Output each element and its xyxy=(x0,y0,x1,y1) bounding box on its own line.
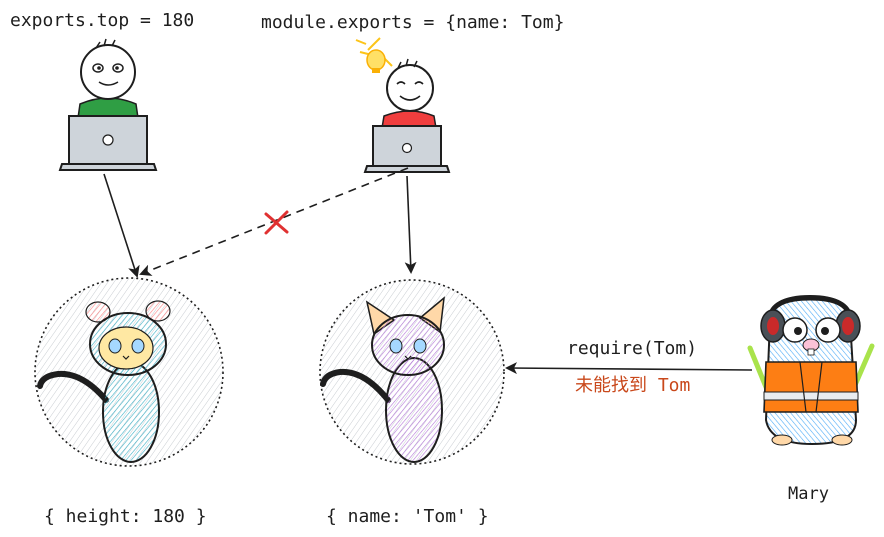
name-object-label: { name: 'Tom' } xyxy=(326,506,489,527)
module-exports-label: module.exports = {name: Tom} xyxy=(261,12,565,33)
gopher-worker-icon xyxy=(747,294,875,446)
arrow-exports-to-blue-cat xyxy=(103,173,140,278)
blue-cat-icon xyxy=(37,300,171,463)
lightbulb-icon xyxy=(355,37,393,73)
person-red-shirt-icon xyxy=(381,58,437,129)
laptop-left-icon xyxy=(58,115,158,171)
mary-label: Mary xyxy=(788,484,829,504)
arrow-require xyxy=(505,362,753,375)
height-object-label: { height: 180 } xyxy=(44,506,207,527)
require-call-label: require(Tom) xyxy=(567,338,698,359)
exports-top-label: exports.top = 180 xyxy=(10,10,195,31)
not-found-label: 未能找到 Tom xyxy=(575,375,691,396)
purple-cat-icon xyxy=(320,296,445,463)
cross-icon xyxy=(264,210,289,235)
person-green-shirt-icon xyxy=(77,38,139,119)
laptop-right-icon xyxy=(363,125,451,173)
arrow-exports-to-purple-cat xyxy=(404,175,417,274)
